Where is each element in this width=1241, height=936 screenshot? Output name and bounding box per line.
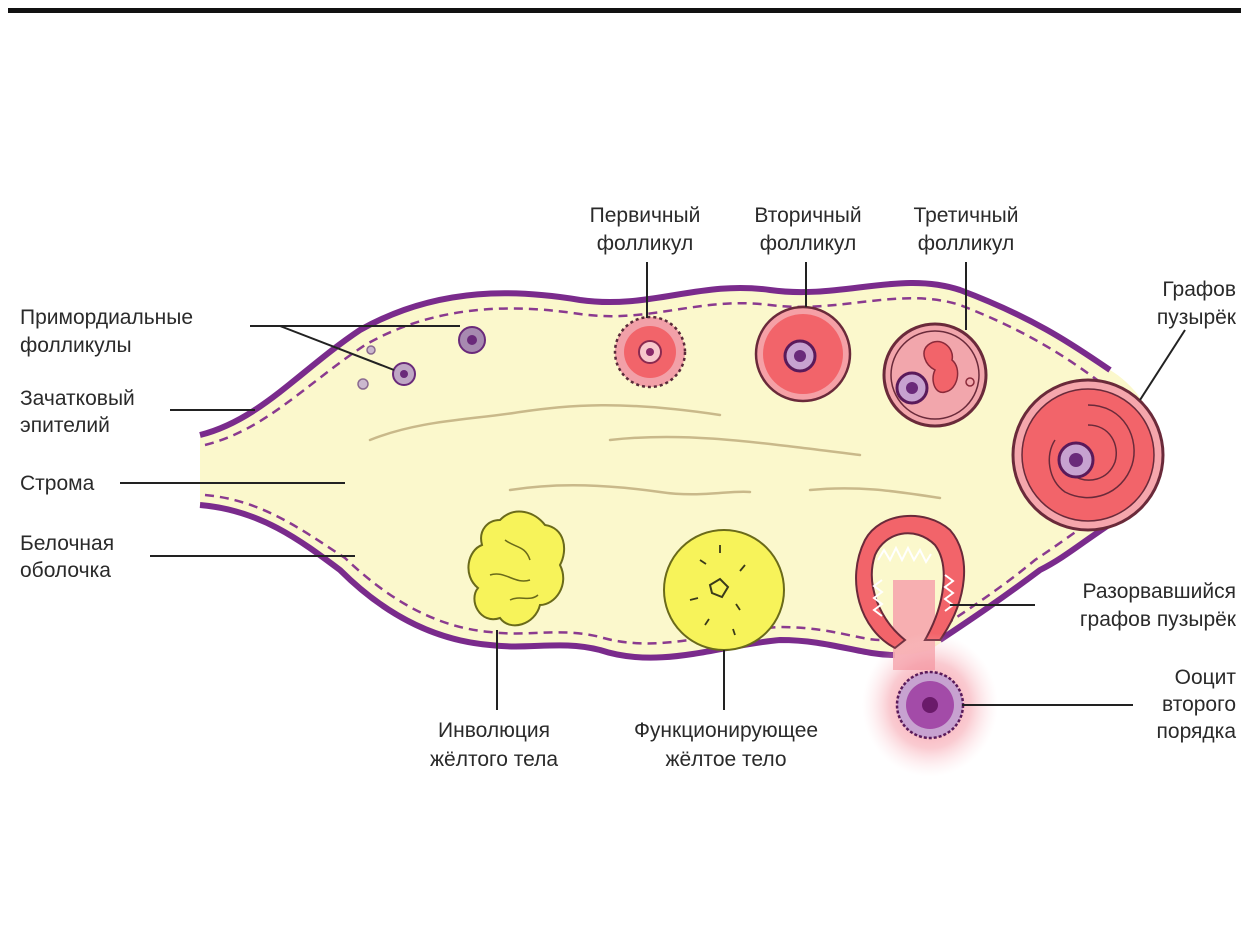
label-secondary-line1: Вторичный — [754, 204, 861, 227]
label-tertiary-line2: фолликул — [918, 232, 1014, 255]
label-primordial-line2: фолликулы — [20, 334, 132, 357]
label-involution-line1: Инволюция — [438, 719, 550, 742]
functioning-corpus-luteum — [664, 530, 784, 650]
label-ruptured-line2: графов пузырёк — [1080, 608, 1237, 631]
label-ruptured-line1: Разорвавшийся — [1083, 580, 1236, 603]
label-oocyte-line3: порядка — [1157, 720, 1237, 743]
label-secondary-line2: фолликул — [760, 232, 856, 255]
tertiary-follicle — [884, 324, 986, 426]
label-germinal-line2: эпителий — [20, 414, 110, 437]
label-stroma: Строма — [20, 472, 95, 495]
secondary-follicle — [756, 307, 850, 401]
label-albuginea-line1: Белочная — [20, 532, 114, 555]
label-graafian-line2: пузырёк — [1157, 306, 1237, 329]
label-oocyte-line2: второго — [1162, 693, 1236, 716]
label-primary-line2: фолликул — [597, 232, 693, 255]
graafian-follicle — [1013, 380, 1163, 530]
label-primary-line1: Первичный — [590, 204, 701, 227]
label-functioning-line2: жёлтое тело — [665, 748, 786, 771]
primary-follicle — [615, 317, 685, 387]
label-graafian-line1: Графов — [1162, 278, 1236, 301]
label-oocyte-line1: Ооцит — [1175, 666, 1237, 689]
label-germinal-line1: Зачатковый — [20, 387, 135, 410]
label-involution-line2: жёлтого тела — [430, 748, 558, 771]
label-functioning-line1: Функционирующее — [634, 719, 818, 742]
label-albuginea-line2: оболочка — [20, 559, 111, 582]
label-tertiary-line1: Третичный — [913, 204, 1018, 227]
label-primordial-line1: Примордиальные — [20, 306, 193, 329]
